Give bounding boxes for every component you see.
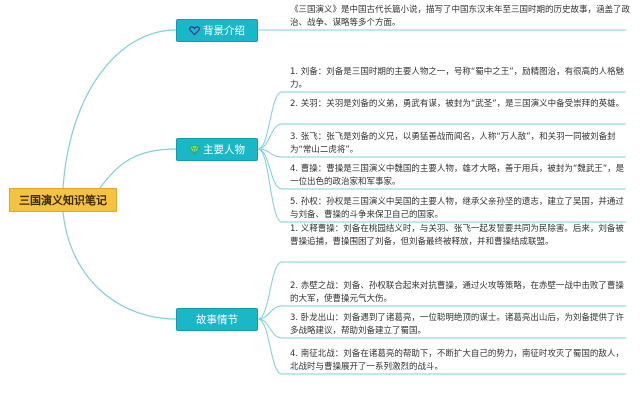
branch-plot-label: 故事情节 <box>196 314 238 326</box>
leaf-characters-3: 3. 张飞：张飞是刘备的义兄，以勇猛善战而闻名，人称“万人敌”，和关羽一同被刘备… <box>290 132 616 155</box>
connector-root-characters <box>99 148 177 189</box>
root-label: 三国演义知识笔记 <box>19 194 107 207</box>
connector-plot-leaf-1 <box>257 261 626 320</box>
branch-characters-label: 主要人物 <box>203 144 245 156</box>
connector-characters-leaf-1 <box>257 91 626 150</box>
heart-icon <box>189 26 200 36</box>
branch-characters[interactable]: 主要人物 <box>176 138 258 161</box>
connector-root-plot <box>62 211 177 320</box>
leaf-plot-4: 4. 南征北战：刘备在诸葛亮的帮助下，不断扩大自己的势力，南征时攻灭了蜀国的敌人… <box>290 349 624 372</box>
connector-root-background <box>62 29 177 189</box>
connector-characters-leaf-5 <box>257 148 626 223</box>
leaf-characters-5: 5. 孙权：孙权是三国演义中吴国的主要人物，继承父亲孙坚的遗志，建立了吴国，并通… <box>290 197 624 220</box>
root-node[interactable]: 三国演义知识笔记 <box>9 188 117 212</box>
branch-background[interactable]: 背景介绍 <box>176 19 258 42</box>
branch-plot[interactable]: 故事情节 <box>176 308 258 331</box>
leaf-background-1: 《三国演义》是中国古代长篇小说，描写了中国东汉末年至三国时期的历史故事，涵盖了政… <box>290 5 631 28</box>
gem-icon <box>189 145 200 155</box>
connector-plot-leaf-4 <box>257 318 626 375</box>
leaf-plot-1: 1. 义释曹操：刘备在桃园结义时，与关羽、张飞一起发誓要共同为民除害。后来，刘备… <box>290 224 624 247</box>
leaf-plot-3: 3. 卧龙出山：刘备遇到了诸葛亮，一位聪明绝顶的谋士。诸葛亮出山后，为刘备提供了… <box>290 313 624 336</box>
leaf-characters-1: 1. 刘备：刘备是三国时期的主要人物之一，号称“蜀中之王”，励精图治，有很高的人… <box>290 67 625 90</box>
connector-plot-leaf-2 <box>257 305 626 320</box>
branch-background-label: 背景介绍 <box>203 25 245 37</box>
connector-characters-leaf-3 <box>257 148 626 158</box>
leaf-plot-2: 2. 赤壁之战：刘备、孙权联合起来对抗曹操，通过火攻等策略，在赤壁一战中击败了曹… <box>290 281 624 304</box>
leaf-characters-4: 4. 曹操：曹操是三国演义中魏国的主要人物，雄才大略，善于用兵，被封为“魏武王”… <box>290 164 625 187</box>
connector-plot-leaf-3 <box>257 318 626 339</box>
connector-characters-leaf-2 <box>257 123 626 150</box>
leaf-characters-2: 2. 关羽：关羽是刘备的义弟，勇武有谋，被封为“武圣”，是三国演义中备受崇拜的英… <box>290 99 625 109</box>
